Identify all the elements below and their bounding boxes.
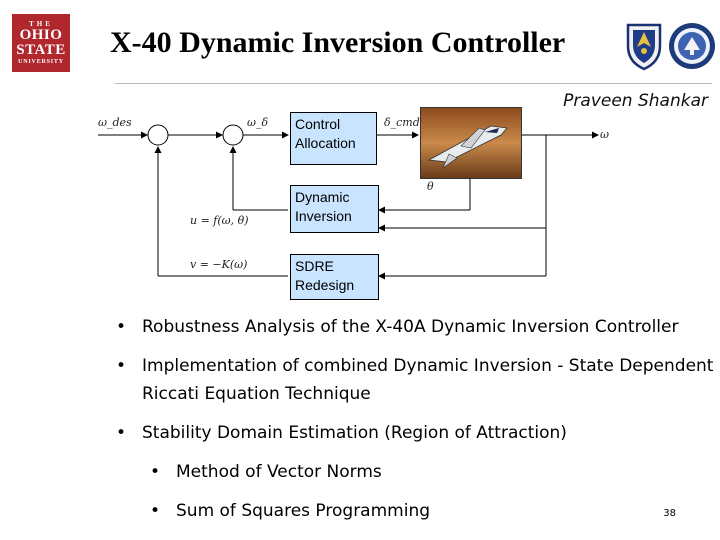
signal-delta-cmd: δ_cmd [384,116,420,129]
signal-w-delta: ω_δ [247,116,269,129]
logo-line-the: THE [29,20,53,28]
sdre-redesign-block: SDRE Redesign [290,254,379,300]
header-divider [115,83,712,84]
logo-line-ohio: OHIO [19,27,63,43]
x40-aircraft-icon [421,108,521,178]
page-number: 38 [663,508,676,519]
signal-w-des: ω_des [98,116,132,129]
control-allocation-block: Control Allocation [290,112,377,165]
logo-line-state: STATE [16,42,66,58]
bullet-item: Robustness Analysis of the X-40A Dynamic… [116,313,716,341]
slide-title: X-40 Dynamic Inversion Controller [110,26,566,59]
sub-bullet-item: Method of Vector Norms [150,458,716,486]
x40-aircraft-image [420,107,522,179]
signal-u-f: u = f(ω, θ) [190,214,249,227]
bullet-item: Implementation of combined Dynamic Inver… [116,352,716,408]
signal-omega: ω [600,128,609,141]
sponsor-logos [626,23,715,71]
bullet-item: Stability Domain Estimation (Region of A… [116,419,716,447]
osu-logo: THE OHIO STATE UNIVERSITY [12,14,70,72]
air-force-shield-icon [626,23,662,71]
signal-v-k: v = −K(ω) [190,258,248,271]
signal-theta: θ [427,180,434,193]
bullet-list: Robustness Analysis of the X-40A Dynamic… [116,313,716,536]
sub-bullet-item: Sum of Squares Programming [150,497,716,525]
logo-line-university: UNIVERSITY [18,59,64,65]
navy-seal-icon [669,23,715,69]
dynamic-inversion-block: Dynamic Inversion [290,185,379,233]
author-name: Praveen Shankar [563,91,708,111]
